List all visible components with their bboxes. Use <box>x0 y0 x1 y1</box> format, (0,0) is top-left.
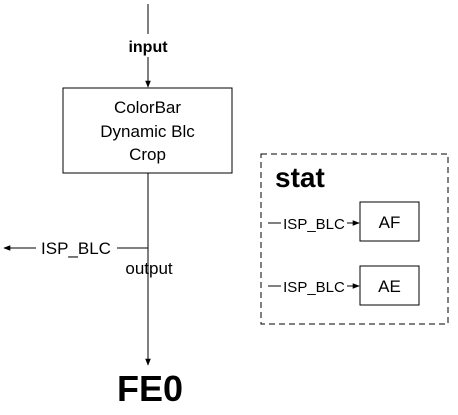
ae-block <box>359 265 420 306</box>
stat-row1-input-label: ISP_BLC <box>283 216 345 233</box>
side-output-label: ISP_BLC <box>41 239 111 258</box>
destination-label: FE0 <box>117 368 183 409</box>
output-label: output <box>125 259 173 278</box>
stat-row2-input-label: ISP_BLC <box>283 279 345 296</box>
main-block <box>62 87 233 174</box>
main-block-line-colorbar: ColorBar <box>114 98 181 117</box>
af-block-label: AF <box>379 213 401 232</box>
main-block-line-crop: Crop <box>129 145 166 164</box>
stat-title: stat <box>275 162 325 193</box>
stat-group <box>260 153 449 325</box>
main-block-line-dynamic-blc: Dynamic Blc <box>100 122 195 141</box>
input-label: input <box>128 39 168 56</box>
ae-block-label: AE <box>378 277 401 296</box>
af-block <box>359 201 420 242</box>
